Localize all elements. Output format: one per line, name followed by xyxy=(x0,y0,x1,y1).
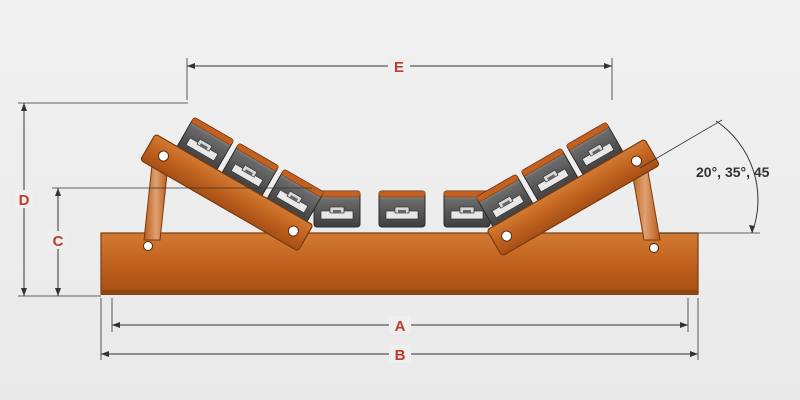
dimension-arrowheads xyxy=(21,63,755,357)
dimension-label-e: E xyxy=(394,59,404,76)
base-frame-bottom-edge xyxy=(101,290,698,295)
left-strut xyxy=(143,164,169,241)
dimension-label-b: B xyxy=(395,347,406,364)
left-strut-pin xyxy=(143,241,153,251)
right-wing-bracket xyxy=(487,139,660,256)
left-wing-bracket xyxy=(140,134,313,251)
dimension-label-c: C xyxy=(53,233,64,250)
dimension-label-a: A xyxy=(395,318,406,335)
trough-angle-label: 20°, 35°, 45 xyxy=(696,164,770,180)
dimension-label-d: D xyxy=(19,192,30,209)
base-frame xyxy=(100,232,699,295)
center-rollers xyxy=(313,190,491,228)
right-strut-pin xyxy=(649,243,659,253)
